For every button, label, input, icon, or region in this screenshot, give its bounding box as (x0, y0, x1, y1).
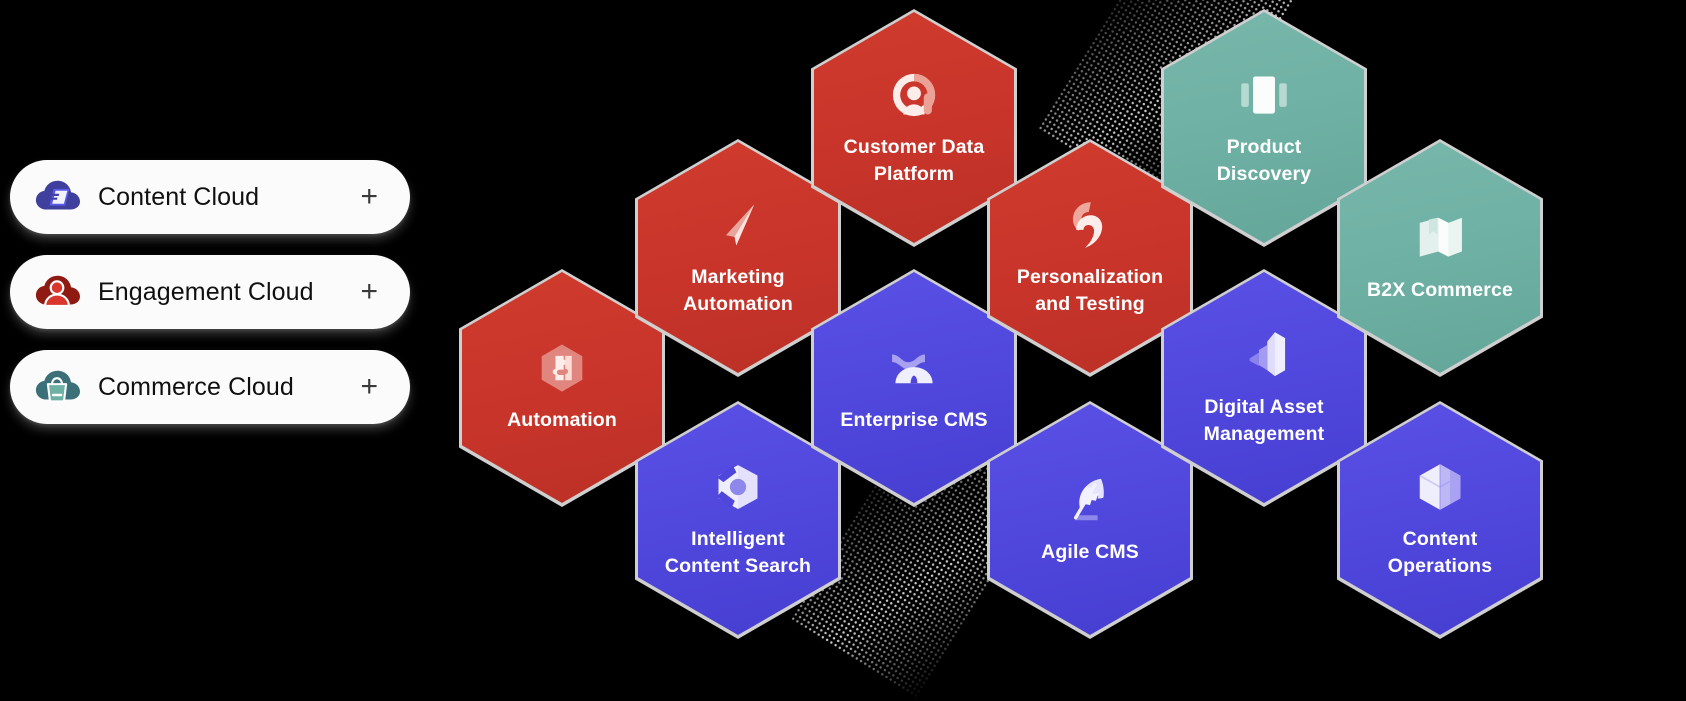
hexagon-label: Personalization and Testing (1016, 265, 1164, 315)
hexagon-personalization-and-testing[interactable]: Personalization and Testing (990, 142, 1190, 373)
hexagon-b2x-commerce[interactable]: B2X Commerce (1340, 142, 1540, 373)
dam-icon (1237, 328, 1291, 382)
carousel-icon (1237, 68, 1291, 122)
hexagon-label: B2X Commerce (1367, 279, 1513, 302)
diagram-canvas: Content Cloud + Engagement Cloud + Commerc… (10, 0, 1543, 701)
search-node-icon (711, 460, 765, 514)
hexagon-label: Intelligent Content Search (664, 527, 812, 577)
book-icon (1413, 211, 1467, 265)
hexagon-label: Marketing Automation (683, 265, 793, 315)
hexagon-label: Customer Data Platform (843, 135, 985, 185)
sidebar-item-label: Engagement Cloud (98, 277, 314, 306)
hexagon-content-operations[interactable]: Content Operations (1340, 404, 1540, 635)
hexagon-marketing-automation[interactable]: Marketing Automation (638, 142, 838, 373)
hexagon-agile-cms[interactable]: Agile CMS (990, 404, 1190, 635)
commerce-cloud-icon (34, 364, 80, 410)
sidebar-item-engagement-cloud[interactable]: Engagement Cloud + (10, 255, 410, 329)
hexagon-label: Content Operations (1387, 527, 1493, 577)
sidebar-item-content-cloud[interactable]: Content Cloud + (10, 160, 410, 234)
hexagon-enterprise-cms[interactable]: Enterprise CMS (814, 272, 1014, 503)
hexagon-digital-asset-management[interactable]: Digital Asset Management (1164, 272, 1364, 503)
expand-plus-icon[interactable]: + (360, 275, 378, 308)
sidebar-item-commerce-cloud[interactable]: Commerce Cloud + (10, 350, 410, 424)
expand-plus-icon[interactable]: + (360, 180, 378, 213)
puzzle-icon (535, 341, 589, 395)
hexagon-label: Automation (507, 409, 617, 432)
enterprise-cms-icon (887, 341, 941, 395)
feather-icon (1063, 473, 1117, 527)
hexagon-label: Digital Asset Management (1203, 395, 1325, 445)
hex-cube-icon (1413, 460, 1467, 514)
content-cloud-icon (34, 174, 80, 220)
sidebar-item-label: Content Cloud (98, 182, 260, 211)
sidebar-item-label: Commerce Cloud (98, 372, 294, 401)
cdp-ring-icon (887, 68, 941, 122)
hexagon-intelligent-content-search[interactable]: Intelligent Content Search (638, 404, 838, 635)
hexagon-product-discovery[interactable]: Product Discovery (1164, 12, 1364, 243)
hexagon-label: Enterprise CMS (840, 409, 988, 432)
hexagon-label: Agile CMS (1041, 541, 1139, 564)
cloud-pill-list: Content Cloud + Engagement Cloud + Commerc… (10, 160, 410, 445)
hexagon-automation[interactable]: Automation (462, 272, 662, 503)
hexagon-customer-data-platform[interactable]: Customer Data Platform (814, 12, 1014, 243)
expand-plus-icon[interactable]: + (360, 370, 378, 403)
leaf-swirl-icon (1063, 198, 1117, 252)
paper-plane-icon (711, 198, 765, 252)
hexagon-label: Product Discovery (1216, 135, 1312, 185)
engagement-cloud-icon (34, 269, 80, 315)
